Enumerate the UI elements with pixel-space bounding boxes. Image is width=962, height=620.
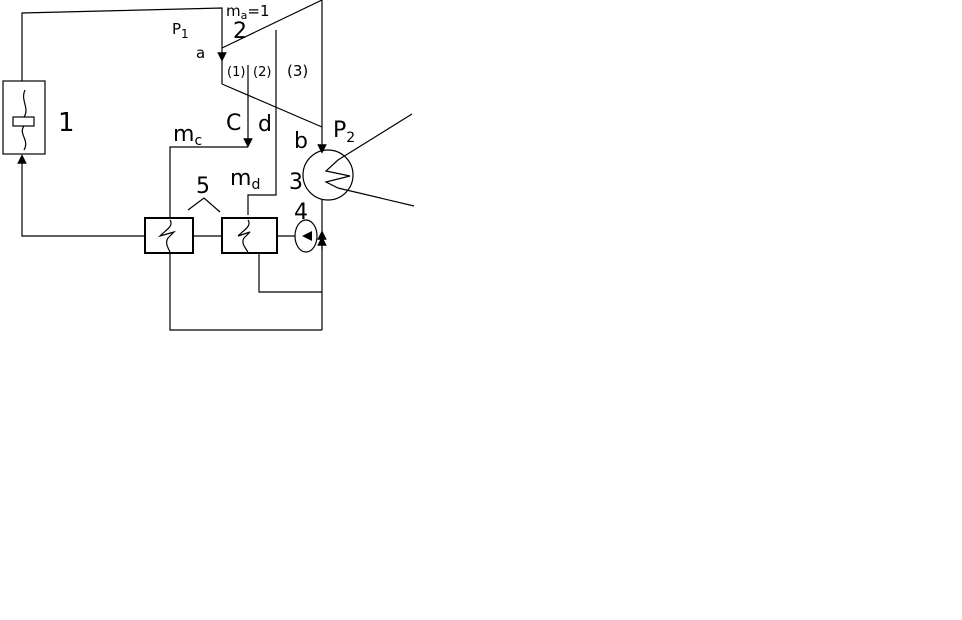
feedwater-heater-c [144, 217, 194, 254]
boiler-label: 1 [58, 108, 75, 138]
point-d-label: d [258, 112, 272, 137]
mass-flow-label: ma=1 [226, 2, 270, 22]
condenser-label: 3 [289, 170, 303, 195]
point-a-label: a [196, 44, 205, 62]
stage-2-label: (2) [253, 65, 271, 80]
steam-line [21, 7, 227, 81]
stage-1-label: (1) [227, 65, 245, 80]
pressure-p1-label: P1 [172, 20, 189, 41]
mass-flow-c-label: mc [173, 122, 202, 149]
boiler [2, 80, 46, 155]
point-b-label: b [294, 129, 308, 154]
pump-label: 4 [294, 200, 308, 225]
mass-flow-d-label: md [230, 166, 260, 193]
pressure-p2-label: P2 [333, 118, 355, 146]
drain-line-d [258, 253, 322, 293]
turbine-label: 2 [233, 19, 247, 44]
feedwater-heater-d [221, 217, 278, 254]
condenser [302, 113, 415, 207]
drain-line-c [169, 253, 322, 331]
stage-3-label: (3) [287, 62, 308, 80]
heaters-label: 5 [196, 174, 210, 199]
turbine [221, 0, 327, 154]
extraction-line-d [247, 30, 277, 215]
point-c-label: C [226, 111, 241, 136]
feedwater-line [17, 154, 145, 237]
